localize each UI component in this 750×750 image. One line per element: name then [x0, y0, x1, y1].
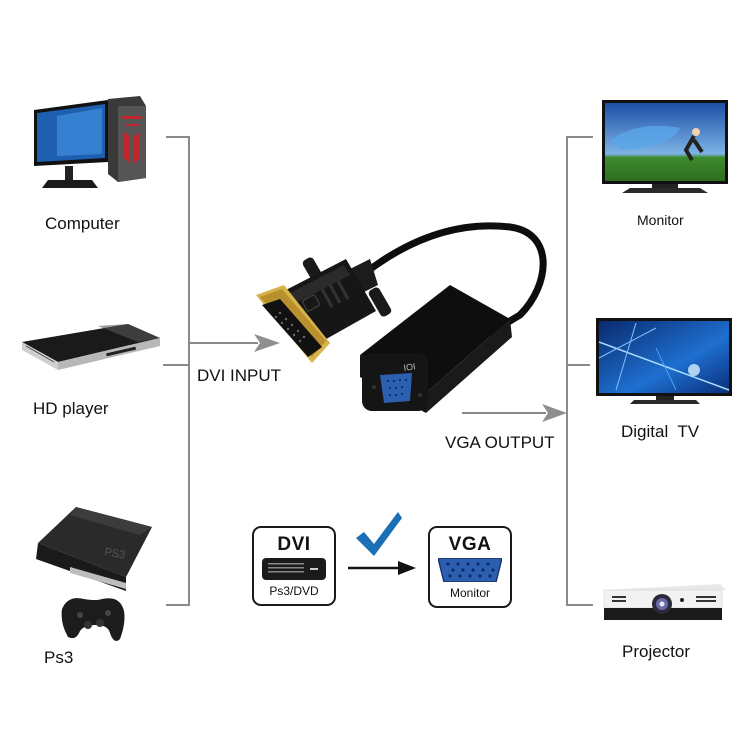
legend-vga-target-box: VGA Monitor — [428, 526, 512, 608]
legend-arrow — [348, 561, 416, 575]
left-bracket-top-arm — [166, 136, 190, 138]
legend-source-sub: Ps3/DVD — [269, 584, 319, 598]
adapter-icon: IOI — [256, 222, 547, 413]
output-arrow-label: VGA OUTPUT — [445, 433, 555, 452]
left-bracket-middle-arm — [163, 364, 190, 366]
right-bracket-bottom-arm — [566, 604, 593, 606]
desktop-computer-icon — [34, 96, 146, 188]
output-device-projector — [600, 580, 730, 630]
monitor-icon — [602, 100, 728, 193]
input-device-label: Computer — [45, 214, 120, 233]
right-bracket-middle-arm — [566, 364, 590, 366]
input-device-computer — [22, 96, 162, 196]
input-arrow-line — [190, 342, 258, 344]
legend-source-title: DVI — [277, 534, 311, 555]
output-device-label: Monitor — [637, 212, 684, 228]
dvi-port-icon — [262, 558, 326, 580]
output-device-label: Digital TV — [621, 422, 700, 441]
input-device-hd-player — [18, 320, 163, 380]
output-device-label: Projector — [622, 642, 691, 661]
left-bracket-vertical — [188, 136, 190, 606]
digital-tv-icon — [596, 318, 732, 404]
output-device-monitor — [600, 100, 730, 195]
legend-target-sub: Monitor — [449, 586, 490, 600]
hd-player-icon — [22, 324, 160, 370]
left-bracket-bottom-arm — [166, 604, 190, 606]
legend-target-title: VGA — [448, 534, 492, 555]
input-arrow-label: DVI INPUT — [197, 366, 282, 385]
right-bracket-top-arm — [566, 136, 593, 138]
input-device-ps3: PS3 — [30, 505, 155, 645]
svg-text:PS3: PS3 — [103, 546, 126, 561]
output-arrow-line — [462, 412, 546, 414]
input-device-label: HD player — [33, 399, 109, 418]
checkmark-icon — [356, 512, 402, 556]
vga-port-icon — [438, 558, 502, 582]
legend-dvi-source-box: DVI Ps3/DVD — [252, 526, 336, 606]
right-bracket-vertical — [566, 136, 568, 606]
input-arrow-head — [254, 334, 280, 352]
input-device-label: Ps3 — [44, 648, 74, 667]
projector-icon — [603, 584, 726, 620]
dvi-to-vga-adapter: IOI — [250, 215, 570, 425]
game-console-icon: PS3 — [36, 507, 152, 641]
svg-text:IOI: IOI — [403, 361, 416, 373]
output-device-digital-tv — [596, 318, 734, 406]
output-arrow-head — [542, 404, 567, 422]
